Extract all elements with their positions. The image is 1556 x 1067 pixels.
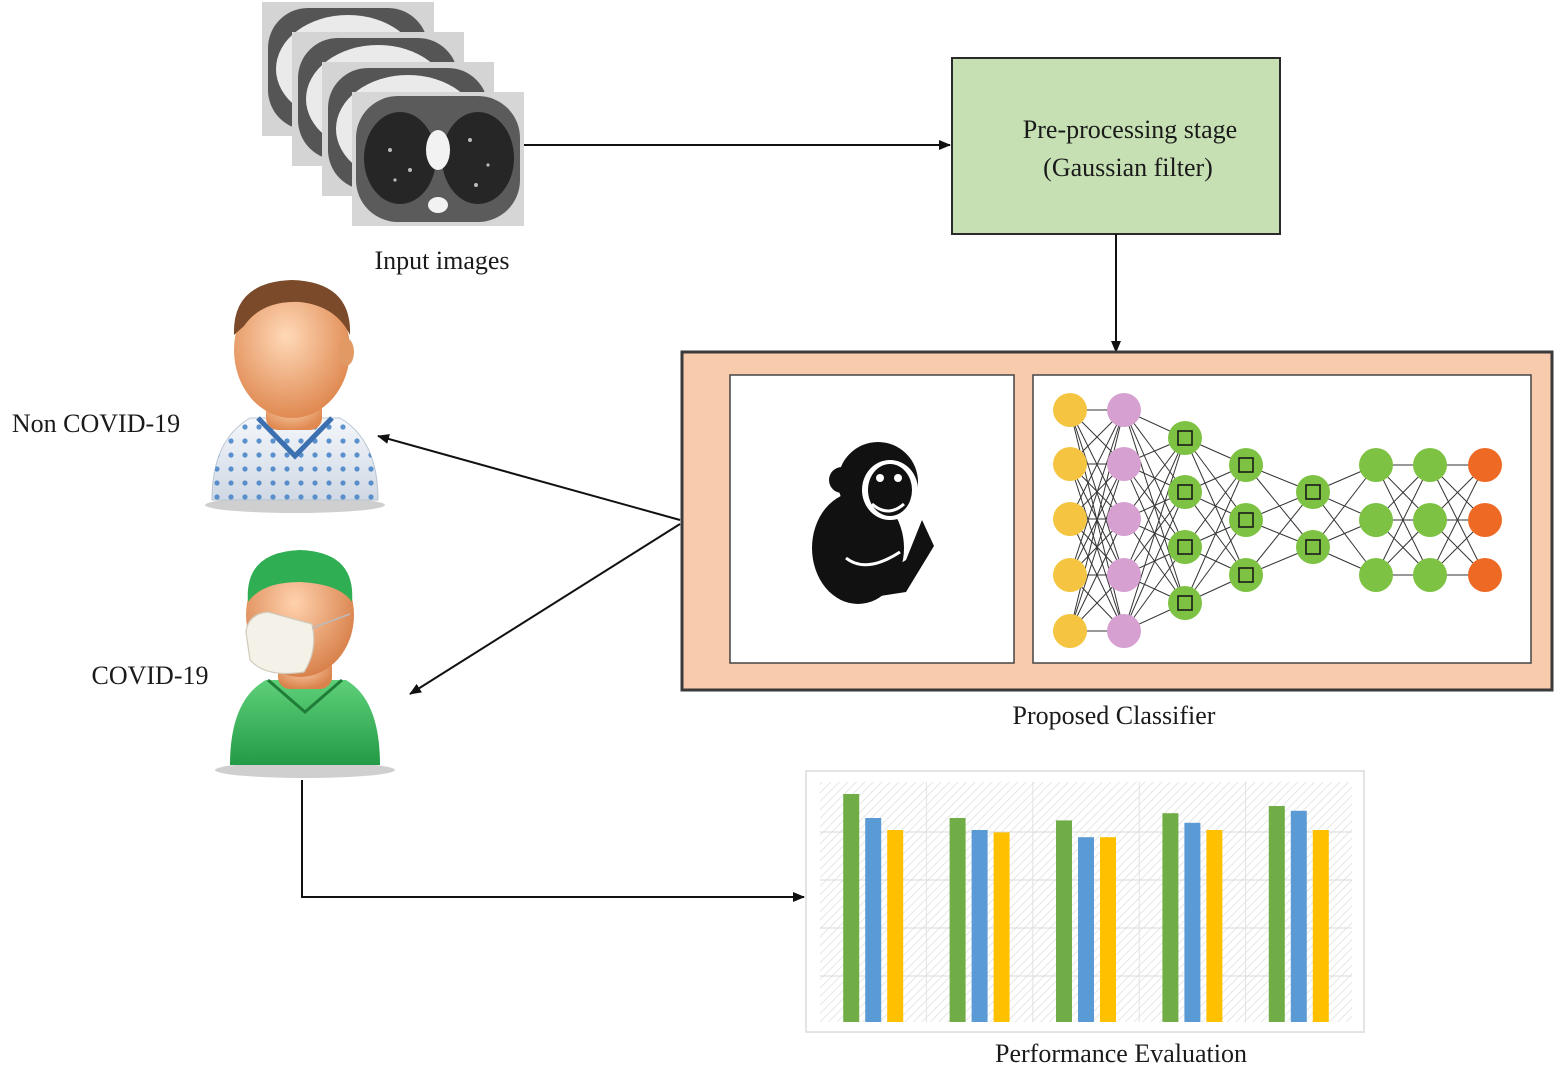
dense-neuron [1359, 558, 1393, 592]
hidden-neuron [1107, 447, 1141, 481]
conv-neuron [1168, 475, 1202, 509]
hidden-neuron [1107, 393, 1141, 427]
chimpanzee-icon [812, 442, 934, 604]
connection [1375, 464, 1431, 576]
dense-neuron [1413, 448, 1447, 482]
connection [1069, 463, 1125, 632]
ct-slice-front [352, 92, 524, 226]
chart-bar [865, 818, 882, 1022]
performance-chart-bars [843, 794, 1329, 1022]
input-neuron [1053, 558, 1087, 592]
connection [1184, 519, 1247, 604]
chart-bar [887, 830, 904, 1022]
connection [1184, 464, 1247, 604]
conv-kernel-icon [1305, 484, 1321, 500]
chart-bar [1206, 830, 1223, 1022]
chart-bar [1312, 830, 1329, 1022]
chart-bar [1162, 813, 1179, 1022]
chart-bar [843, 794, 860, 1022]
input-neuron [1053, 614, 1087, 648]
dense-neuron [1359, 503, 1393, 537]
conv-kernel-icon [1238, 567, 1254, 583]
arrow-classifier-to-non-covid [377, 434, 681, 521]
chart-bar [1268, 806, 1285, 1022]
connection [1069, 518, 1125, 632]
dense-neuron [1413, 503, 1447, 537]
output-neuron [1468, 503, 1502, 537]
conv-neuron [1229, 558, 1263, 592]
conv-kernel-icon [1305, 539, 1321, 555]
patient-gown-icon [205, 280, 385, 513]
conv-kernel-icon [1238, 512, 1254, 528]
chart-bar [1184, 822, 1201, 1022]
output-neuron [1468, 448, 1502, 482]
connection [1069, 409, 1125, 632]
chart-bar [1100, 837, 1116, 1022]
preprocessing-subtitle: (Gaussian filter) [1043, 153, 1213, 182]
connection [1312, 464, 1377, 548]
preprocessing-title: Pre-processing stage [1023, 115, 1237, 144]
arrow-covid-to-performance [301, 780, 805, 902]
chart-bar [949, 818, 966, 1022]
dense-neuron [1359, 448, 1393, 482]
input-neuron [1053, 447, 1087, 481]
connection [1123, 437, 1186, 576]
chart-bar [993, 832, 1010, 1022]
chart-bar [1078, 837, 1094, 1022]
conv-kernel-icon [1177, 539, 1193, 555]
connection [1069, 409, 1125, 520]
conv-neuron [1168, 421, 1202, 455]
preprocessing-box [951, 57, 1281, 235]
arrow-classifier-to-covid [409, 523, 681, 695]
input-neuron [1053, 502, 1087, 536]
conv-kernel-icon [1177, 484, 1193, 500]
input-images-label: Input images [374, 246, 509, 275]
conv-kernel-icon [1177, 430, 1193, 446]
neural-network-icon [1053, 393, 1502, 648]
output-neuron [1468, 558, 1502, 592]
conv-neuron [1168, 530, 1202, 564]
conv-kernel-icon [1177, 595, 1193, 611]
conv-neuron [1296, 530, 1330, 564]
input-neuron [1053, 393, 1087, 427]
conv-kernel-icon [1238, 457, 1254, 473]
non-covid-label: Non COVID-19 [12, 409, 180, 438]
ct-scan-stack-icon [262, 2, 524, 226]
connection [1123, 437, 1186, 632]
surgeon-mask-icon [215, 550, 395, 778]
performance-evaluation-label: Performance Evaluation [995, 1039, 1247, 1067]
hidden-neuron [1107, 614, 1141, 648]
hidden-neuron [1107, 502, 1141, 536]
dense-neuron [1413, 558, 1447, 592]
chart-bar [1056, 820, 1072, 1022]
chart-bar [1290, 810, 1307, 1022]
conv-neuron [1229, 503, 1263, 537]
connection [1123, 546, 1186, 632]
conv-neuron [1296, 475, 1330, 509]
connection [1123, 491, 1186, 632]
connection [1429, 464, 1486, 576]
hidden-neuron [1107, 558, 1141, 592]
connection [1245, 491, 1314, 576]
chart-bar [971, 830, 988, 1022]
covid-label: COVID-19 [92, 661, 209, 690]
proposed-classifier-label: Proposed Classifier [1013, 701, 1216, 730]
conv-neuron [1168, 586, 1202, 620]
connection [1184, 464, 1247, 548]
conv-neuron [1229, 448, 1263, 482]
connection [1069, 409, 1125, 576]
